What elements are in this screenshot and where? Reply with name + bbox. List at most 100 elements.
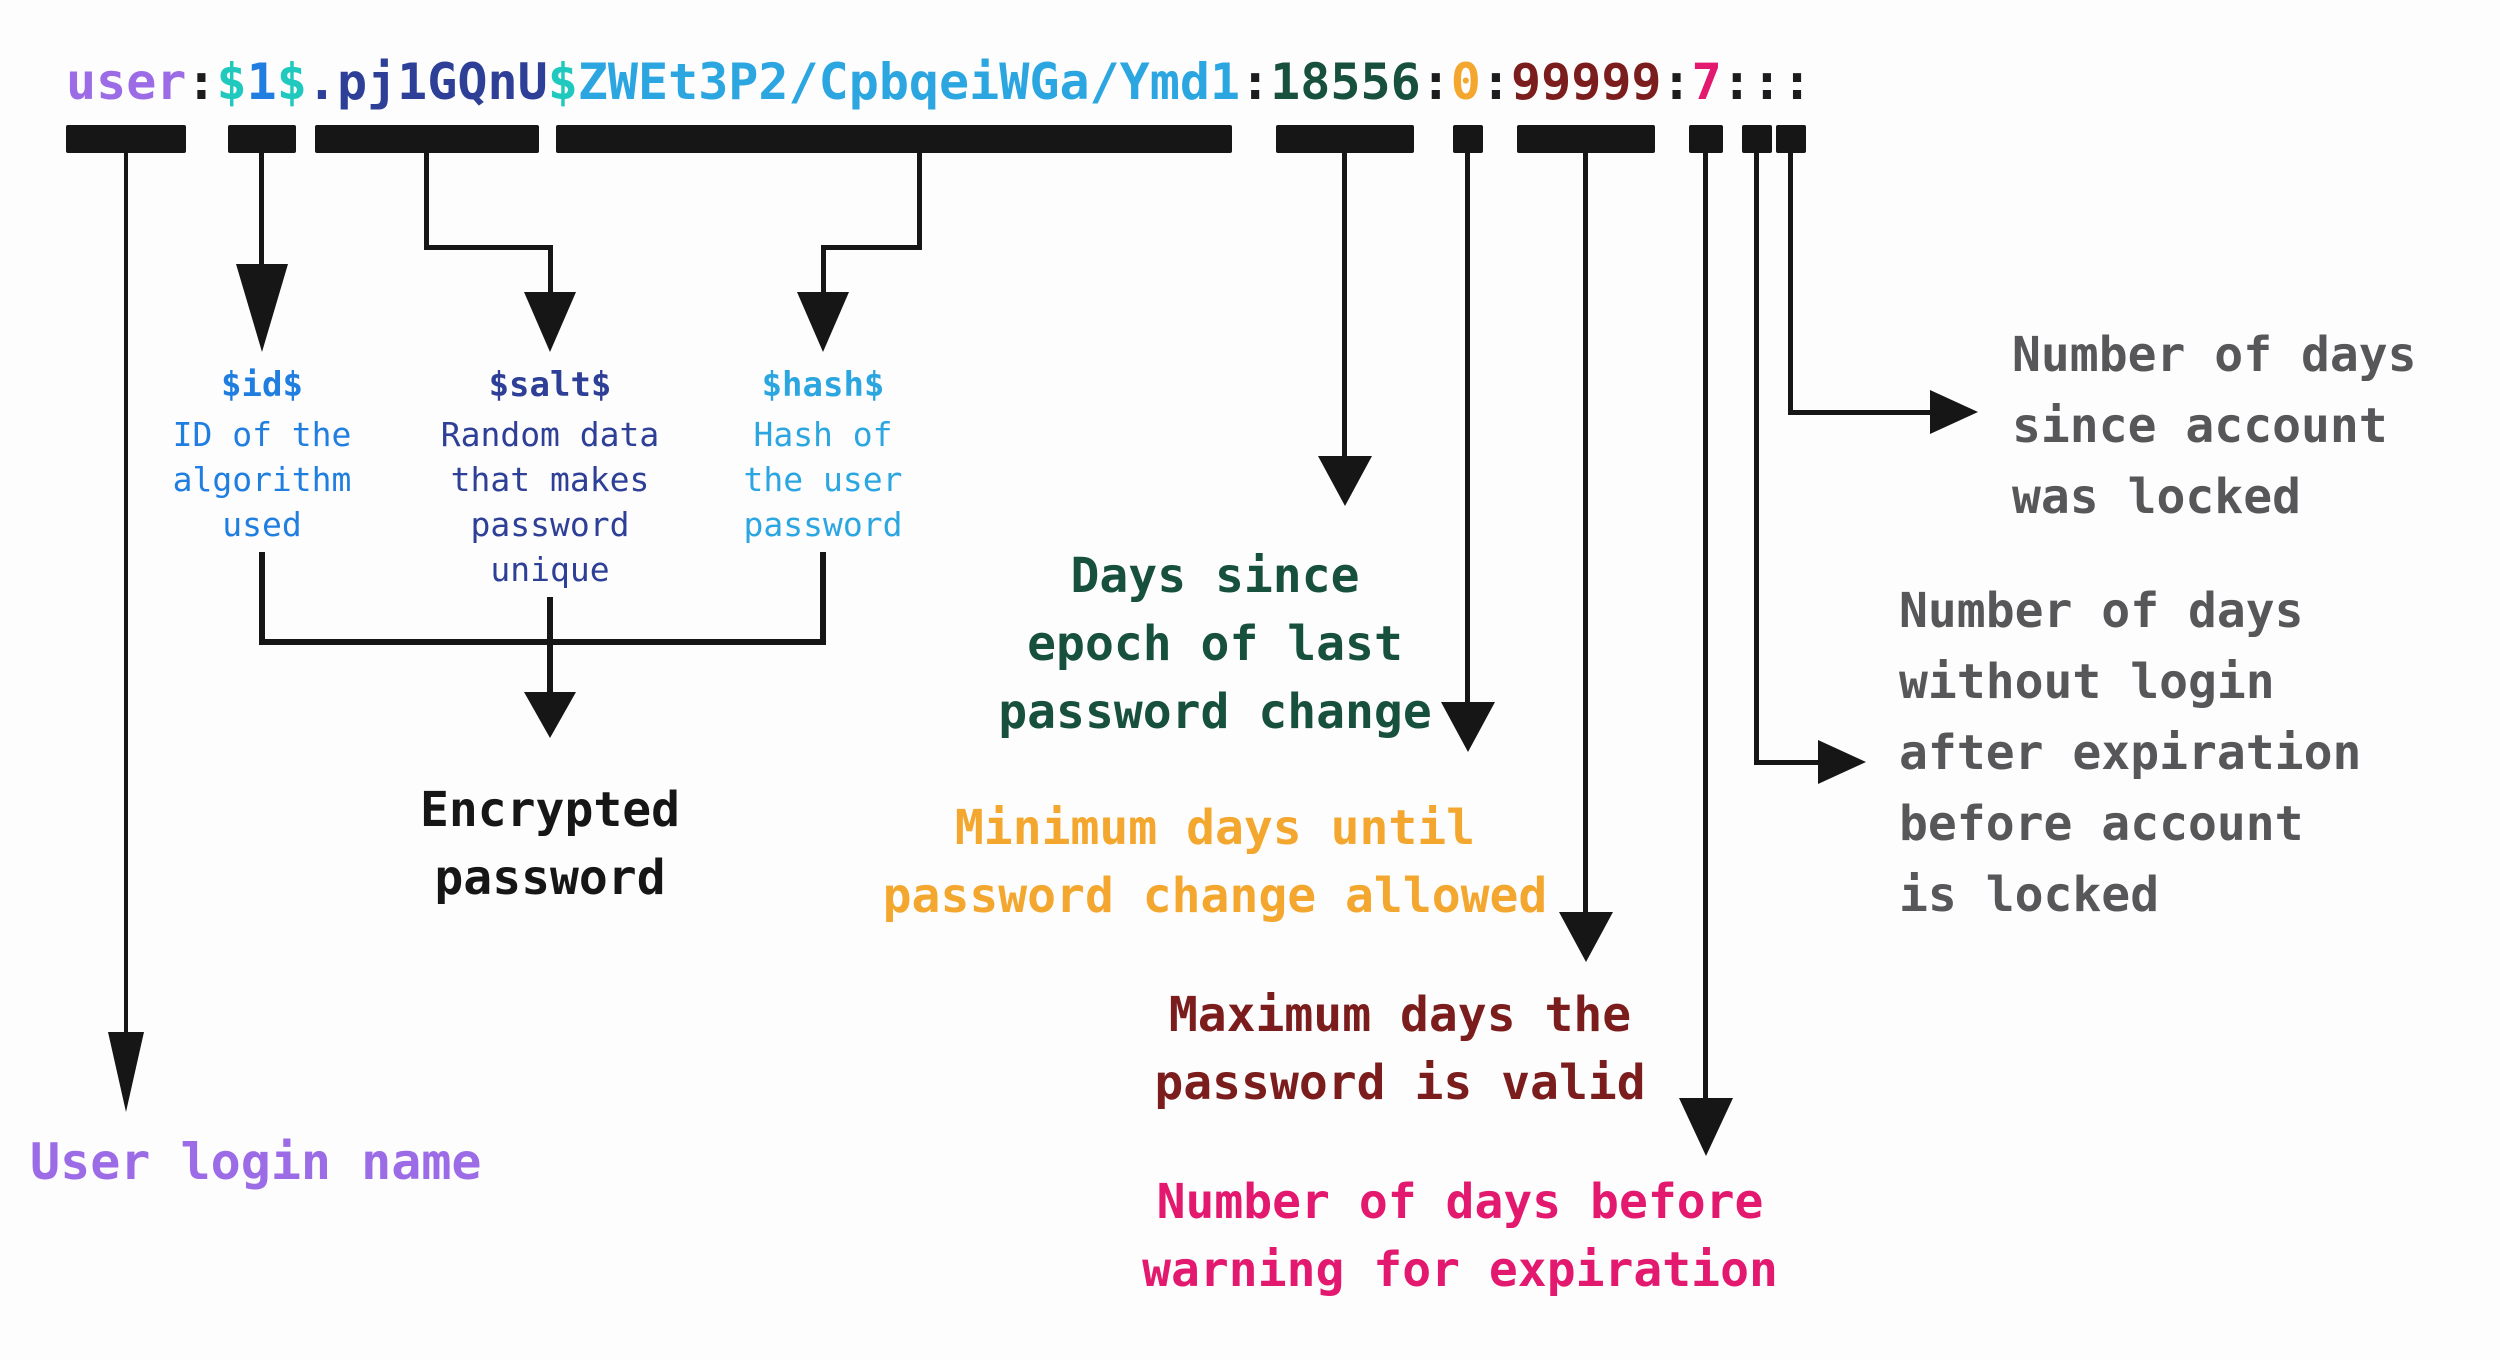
code-segment: $ [216, 53, 247, 111]
arrow-warn-days-line [1703, 153, 1708, 1098]
code-segment: 0 [1450, 53, 1481, 111]
field-bar-salt [315, 125, 539, 153]
bracket-left-line [259, 552, 265, 645]
hash-description: Hash of the user password [703, 412, 943, 547]
bracket-horizontal-line [259, 639, 826, 645]
arrow-locked-since-head-icon [1930, 390, 1978, 434]
hash-label: $hash$ [761, 365, 885, 405]
code-segment: : [1240, 53, 1271, 111]
arrow-salt-line2 [548, 245, 553, 295]
id-description-line: algorithm [172, 460, 352, 499]
arrow-hash-line2 [821, 245, 826, 295]
min-days-line: password change allowed [882, 868, 1548, 924]
salt-description-line: unique [490, 550, 610, 589]
hash-description-line: Hash of [753, 415, 893, 454]
arrow-hash-line1 [917, 153, 922, 250]
field-bar-max-days [1517, 125, 1655, 153]
inactive-line: before account [1899, 796, 2304, 852]
id-description-line: used [222, 505, 302, 544]
field-bar-min-days [1453, 125, 1483, 153]
code-segment: 7 [1691, 53, 1722, 111]
code-segment: : [1420, 53, 1451, 111]
salt-description-line: Random data [440, 415, 660, 454]
arrow-max-days-head-icon [1559, 912, 1613, 962]
hash-description-line: password [743, 505, 903, 544]
warn-days-line: warning for expiration [1142, 1242, 1778, 1298]
inactive-line: Number of days [1899, 583, 2304, 639]
arrow-inactive-elbow [1754, 760, 1818, 765]
last-change-label: Days since epoch of last password change [965, 542, 1465, 746]
code-segment: ::: [1721, 53, 1813, 111]
code-segment: 1 [246, 53, 277, 111]
field-bar-expire [1776, 125, 1806, 153]
arrow-inactive-line [1754, 153, 1759, 765]
shadow-entry-code-line: user:$1$.pj1GQnU$ZWEt3P2/CpbqeiWGa/Ymd1:… [66, 52, 1812, 112]
arrow-id-head-icon [236, 264, 288, 352]
field-bar-username [66, 125, 186, 153]
code-segment: 18556 [1270, 53, 1421, 111]
code-segment: user [66, 53, 187, 111]
id-description-line: ID of the [172, 415, 352, 454]
salt-description: Random data that makes password unique [430, 412, 670, 592]
arrow-salt-elbow [424, 245, 553, 250]
locked-since-line: since account [2012, 398, 2388, 454]
id-label: $id$ [221, 365, 303, 405]
max-days-line: password is valid [1154, 1055, 1646, 1111]
encrypted-password-line: password [434, 850, 666, 906]
inactive-line: is locked [1899, 867, 2160, 923]
code-segment: : [1480, 53, 1512, 111]
arrow-id-line [259, 153, 264, 268]
arrow-username-line [124, 153, 128, 1032]
locked-since-line: Number of days [2012, 327, 2417, 383]
last-change-line: epoch of last [1027, 616, 1403, 672]
arrow-hash-elbow [821, 245, 922, 250]
field-bar-warn-days [1689, 125, 1723, 153]
last-change-line: Days since [1070, 548, 1360, 604]
encrypted-password-label: Encrypted password [330, 776, 770, 912]
max-days-label: Maximum days the password is valid [1140, 981, 1660, 1117]
code-segment: $ [547, 53, 578, 111]
arrow-min-days-line [1465, 153, 1470, 702]
arrow-last-change-line [1342, 153, 1347, 456]
user-login-name-label: User login name [30, 1133, 482, 1191]
locked-since-label: Number of days since account was locked [2012, 320, 2492, 533]
inactive-label: Number of days without login after expir… [1899, 576, 2459, 931]
warn-days-label: Number of days before warning for expira… [1120, 1168, 1800, 1304]
salt-description-line: password [470, 505, 630, 544]
code-segment: .pj1GQnU [306, 53, 548, 111]
arrow-min-days-head-icon [1441, 702, 1495, 752]
arrow-max-days-line [1583, 153, 1588, 912]
arrow-last-change-head-icon [1318, 456, 1372, 506]
field-bar-algorithm-id [228, 125, 296, 153]
min-days-label: Minimum days until password change allow… [855, 794, 1575, 930]
salt-description-line: that makes [450, 460, 650, 499]
arrow-warn-days-head-icon [1679, 1098, 1733, 1156]
bracket-right-line [820, 552, 826, 645]
code-segment: $ [276, 53, 307, 111]
field-bar-last-change [1276, 125, 1414, 153]
min-days-line: Minimum days until [954, 800, 1476, 856]
code-segment: 99999 [1511, 53, 1662, 111]
code-segment: : [1661, 53, 1692, 111]
arrow-encrypted-head-icon [524, 692, 576, 738]
warn-days-line: Number of days before [1156, 1174, 1764, 1230]
arrow-username-head-icon [108, 1032, 144, 1112]
inactive-line: without login [1899, 654, 2275, 710]
encrypted-password-line: Encrypted [419, 782, 681, 838]
arrow-locked-since-line [1788, 153, 1793, 415]
max-days-line: Maximum days the [1168, 987, 1632, 1043]
arrow-salt-head-icon [524, 292, 576, 352]
code-segment: ZWEt3P2/CpbqeiWGa/Ymd1 [577, 53, 1241, 111]
arrow-inactive-head-icon [1818, 740, 1866, 784]
arrow-salt-line1 [424, 153, 429, 250]
field-bar-hash [556, 125, 1232, 153]
inactive-line: after expiration [1899, 725, 2362, 781]
bracket-center-stem [547, 597, 553, 695]
id-description: ID of the algorithm used [142, 412, 382, 547]
code-segment: : [186, 53, 217, 111]
arrow-hash-head-icon [797, 292, 849, 352]
field-bar-inactive [1742, 125, 1772, 153]
salt-label: $salt$ [488, 365, 612, 405]
hash-description-line: the user [743, 460, 903, 499]
